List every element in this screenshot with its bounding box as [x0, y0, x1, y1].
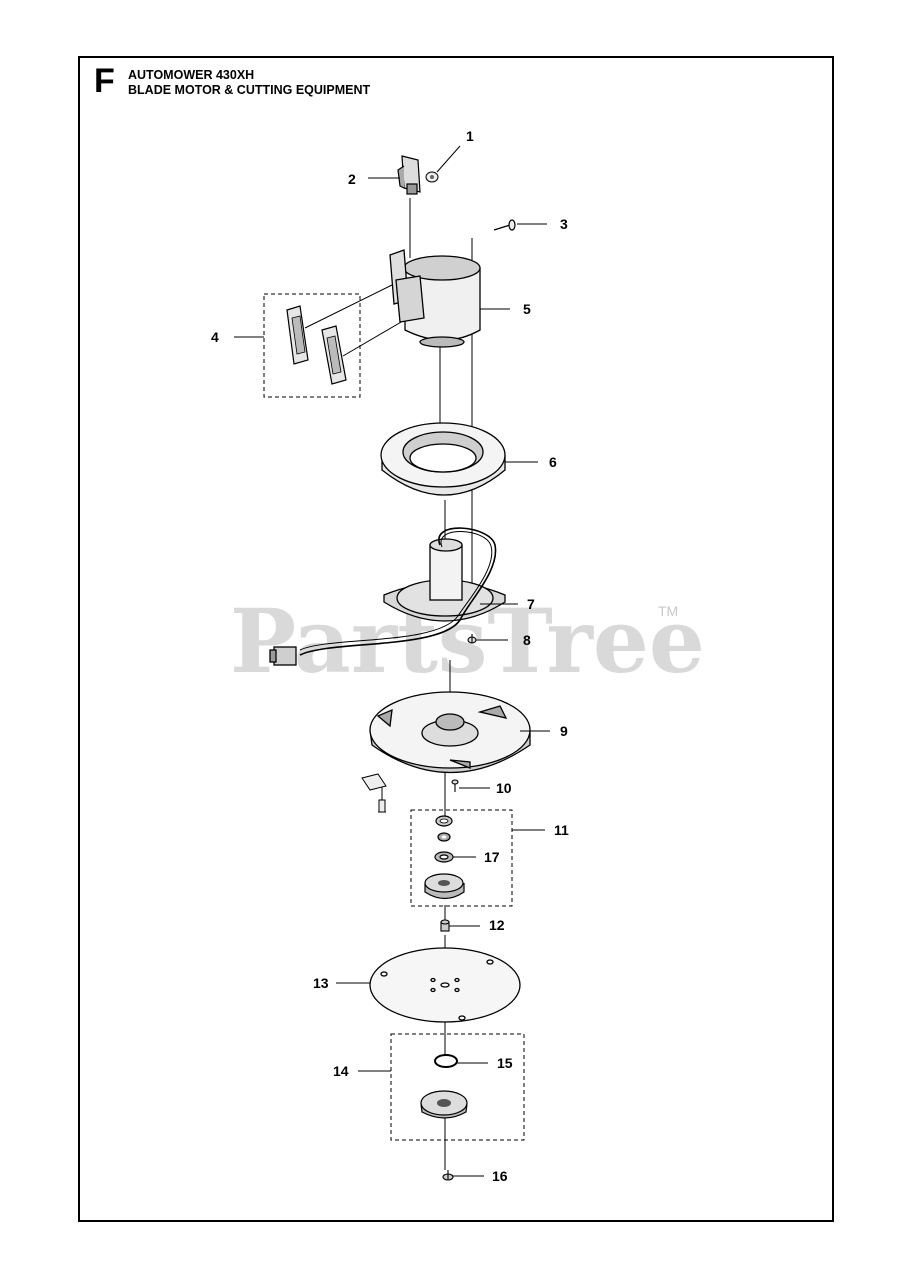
callout-6[interactable]: 6: [549, 454, 557, 470]
part-11-hub-kit[interactable]: [410, 809, 513, 907]
part-4-connector-kit[interactable]: [263, 284, 409, 398]
title-block: AUTOMOWER 430XH BLADE MOTOR & CUTTING EQ…: [128, 68, 370, 97]
callout-8[interactable]: 8: [523, 632, 531, 648]
part-16-screw[interactable]: [442, 1170, 454, 1181]
section-title: BLADE MOTOR & CUTTING EQUIPMENT: [128, 82, 371, 97]
label-tag: [361, 773, 387, 813]
callout-labels: 1 2 3 4 5 6 7 8 9 10 11 12 13 14 15 16 1…: [211, 128, 569, 1184]
model-name: AUTOMOWER 430XH: [128, 68, 255, 82]
part-6-ring-seal[interactable]: [380, 422, 506, 496]
part-2-sensor-clip[interactable]: [397, 155, 421, 195]
callout-1[interactable]: 1: [466, 128, 474, 144]
part-1-nut[interactable]: [425, 171, 439, 183]
callout-9[interactable]: 9: [560, 723, 568, 739]
callout-10[interactable]: 10: [496, 780, 512, 796]
diagram-frame: [78, 56, 834, 1222]
part-17-bearing[interactable]: [434, 851, 454, 863]
part-14-blade-hub-kit[interactable]: [390, 1033, 525, 1141]
callout-11[interactable]: 11: [554, 822, 569, 838]
callout-7[interactable]: 7: [527, 596, 535, 612]
part-5-motor-housing[interactable]: [389, 249, 481, 348]
callout-17[interactable]: 17: [484, 849, 500, 865]
callout-16[interactable]: 16: [492, 1168, 508, 1184]
callout-2[interactable]: 2: [348, 171, 356, 187]
callout-15[interactable]: 15: [497, 1055, 513, 1071]
callout-12[interactable]: 12: [489, 917, 505, 933]
part-8-screw[interactable]: [467, 634, 477, 644]
part-12-screw[interactable]: [440, 919, 450, 932]
callout-14[interactable]: 14: [333, 1063, 349, 1079]
section-letter: F: [94, 62, 115, 100]
callout-13[interactable]: 13: [313, 975, 329, 991]
part-9-skid-plate[interactable]: [369, 691, 531, 774]
callout-3[interactable]: 3: [560, 216, 568, 232]
part-15-o-ring[interactable]: [434, 1054, 458, 1068]
watermark-trademark: TM: [658, 603, 678, 619]
part-13-blade-disc[interactable]: [369, 947, 521, 1023]
callout-4[interactable]: 4: [211, 329, 219, 345]
callout-5[interactable]: 5: [523, 301, 531, 317]
part-3-screw[interactable]: [493, 219, 516, 231]
leader-lines: [234, 145, 550, 1177]
part-10-screw[interactable]: [451, 779, 459, 792]
part-7-blade-motor[interactable]: [269, 527, 506, 666]
